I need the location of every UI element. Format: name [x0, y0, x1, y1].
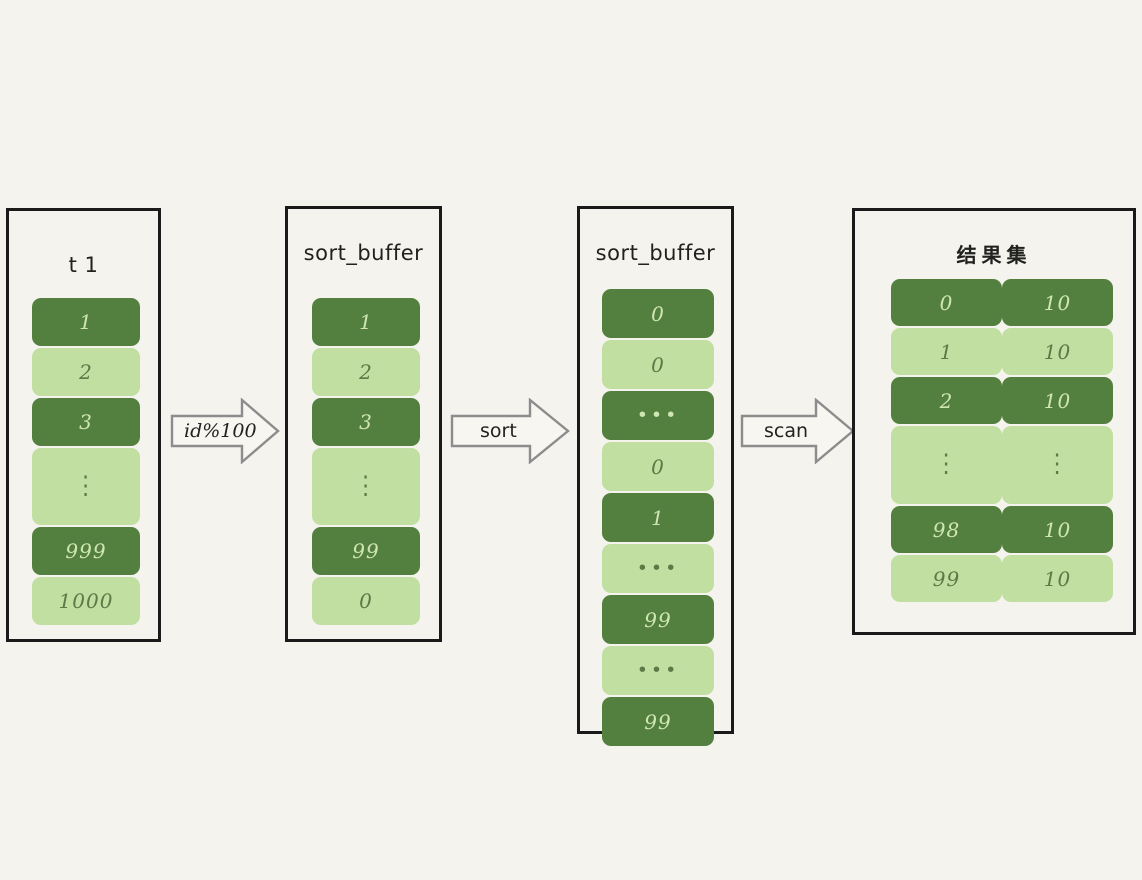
cell-sort-buffer-sorted-5: ••• — [602, 544, 714, 593]
result-cell-right: ⋮ — [1002, 426, 1113, 504]
cell-sort-buffer-unsorted-2: 3 — [312, 398, 420, 446]
cell-table-t1-3: ⋮ — [32, 448, 140, 525]
cell-value: 1000 — [58, 589, 114, 613]
result-cell-value: 2 — [939, 388, 954, 413]
stack-sort-buffer-sorted: 0 0 ••• 0 1 ••• 99 ••• 99 — [602, 289, 714, 748]
cell-sort-buffer-sorted-1: 0 — [602, 340, 714, 389]
panel-table-t1: t 1 1 2 3 ⋮ 999 1000 — [6, 208, 161, 642]
arrow-label-scan: scan — [764, 420, 809, 442]
cell-sort-buffer-unsorted-4: 99 — [312, 527, 420, 575]
result-row: ⋮⋮ — [891, 426, 1113, 504]
result-cell-left: 1 — [891, 328, 1002, 375]
cell-sort-buffer-unsorted-5: 0 — [312, 577, 420, 625]
cell-value: 3 — [359, 410, 373, 434]
panel-title-sort-buffer-sorted: sort_buffer — [595, 241, 716, 265]
cell-value: 0 — [651, 352, 665, 377]
result-cell-value: 1 — [939, 339, 954, 364]
stack-table-t1: 1 2 3 ⋮ 999 1000 — [32, 298, 140, 627]
result-row: 98 10 — [891, 506, 1113, 553]
result-row: 0 10 — [891, 279, 1113, 326]
panel-title-sort-buffer-unsorted: sort_buffer — [303, 241, 424, 265]
cell-sort-buffer-unsorted-3: ⋮ — [312, 448, 420, 525]
result-cell-value: 10 — [1043, 339, 1072, 364]
cell-sort-buffer-unsorted-0: 1 — [312, 298, 420, 346]
cell-value: 1 — [651, 505, 665, 530]
cell-value: 0 — [651, 454, 665, 479]
cell-value: 99 — [644, 709, 672, 734]
cell-sort-buffer-unsorted-1: 2 — [312, 348, 420, 396]
result-cell-value: 0 — [939, 290, 954, 315]
stack-sort-buffer-unsorted: 1 2 3 ⋮ 99 0 — [312, 298, 420, 627]
arrow-scan: scan — [740, 398, 855, 464]
cell-value: ••• — [636, 658, 680, 681]
cell-value: 0 — [651, 301, 665, 326]
result-cell-right: 10 — [1002, 555, 1113, 602]
cell-sort-buffer-sorted-2: ••• — [602, 391, 714, 440]
panel-sort-buffer-sorted: sort_buffer 0 0 ••• 0 1 ••• 99 ••• 99 — [577, 206, 734, 746]
cell-value: ••• — [636, 556, 680, 579]
result-cell-value: 98 — [932, 517, 961, 542]
result-row: 1 10 — [891, 328, 1113, 375]
arrow-sort: sort — [450, 398, 570, 464]
cell-value: ••• — [636, 403, 680, 426]
cell-table-t1-1: 2 — [32, 348, 140, 396]
cell-table-t1-5: 1000 — [32, 577, 140, 625]
arrow-label-id-mod-100: id%100 — [184, 420, 257, 442]
cell-value: ⋮ — [74, 471, 98, 501]
panel-sort-buffer-unsorted: sort_buffer 1 2 3 ⋮ 99 0 — [285, 206, 442, 642]
cell-sort-buffer-sorted-4: 1 — [602, 493, 714, 542]
result-cell-value: 10 — [1043, 388, 1072, 413]
arrow-id-mod-100: id%100 — [170, 398, 280, 464]
cell-value: 99 — [644, 607, 672, 632]
result-cell-right: 10 — [1002, 506, 1113, 553]
cell-value: 1 — [79, 310, 93, 334]
cell-sort-buffer-sorted-6: 99 — [602, 595, 714, 644]
cell-sort-buffer-sorted-8: 99 — [602, 697, 714, 746]
result-row: 99 10 — [891, 555, 1113, 602]
result-row: 2 10 — [891, 377, 1113, 424]
result-cell-value: 99 — [932, 566, 961, 591]
cell-sort-buffer-sorted-0: 0 — [602, 289, 714, 338]
arrow-label-sort: sort — [480, 420, 517, 442]
cell-table-t1-2: 3 — [32, 398, 140, 446]
cell-value: ⋮ — [354, 471, 378, 501]
cell-value: 3 — [79, 410, 93, 434]
result-cell-value: 10 — [1043, 517, 1072, 542]
cell-table-t1-4: 999 — [32, 527, 140, 575]
result-cell-right: 10 — [1002, 328, 1113, 375]
result-cell-left: ⋮ — [891, 426, 1002, 504]
panel-title-result-set: 结果集 — [956, 243, 1032, 267]
cell-value: 0 — [359, 589, 373, 613]
result-cell-left: 98 — [891, 506, 1002, 553]
result-cell-value: ⋮ — [1046, 450, 1069, 479]
cell-value: 2 — [359, 360, 373, 384]
result-cell-value: ⋮ — [935, 450, 958, 479]
cell-table-t1-0: 1 — [32, 298, 140, 346]
cell-value: 1 — [359, 310, 373, 334]
cell-value: 2 — [79, 360, 93, 384]
result-cell-value: 10 — [1043, 566, 1072, 591]
cell-sort-buffer-sorted-3: 0 — [602, 442, 714, 491]
result-cell-left: 2 — [891, 377, 1002, 424]
cell-value: 999 — [65, 539, 107, 563]
result-cell-value: 10 — [1043, 290, 1072, 315]
panel-title-t1: t 1 — [68, 253, 99, 277]
result-cell-left: 0 — [891, 279, 1002, 326]
result-cell-right: 10 — [1002, 377, 1113, 424]
cell-sort-buffer-sorted-7: ••• — [602, 646, 714, 695]
result-cell-left: 99 — [891, 555, 1002, 602]
cell-value: 99 — [352, 539, 380, 563]
result-cell-right: 10 — [1002, 279, 1113, 326]
